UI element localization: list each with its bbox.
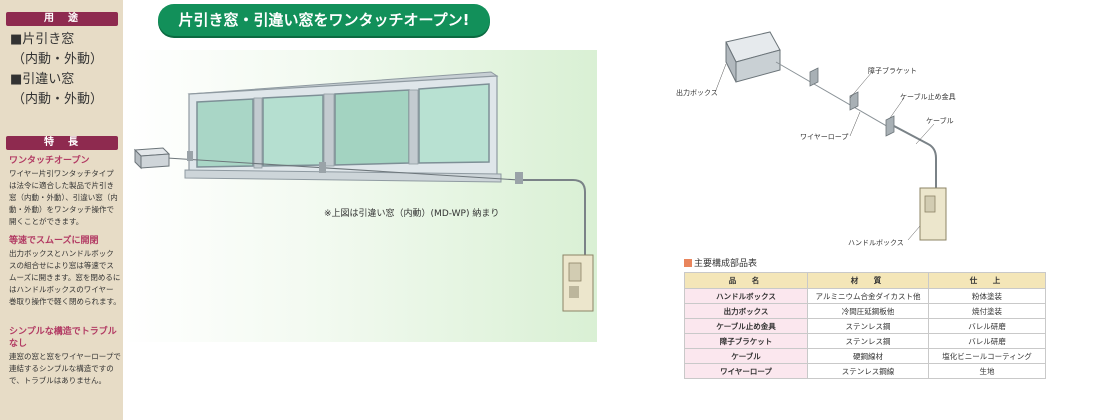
part-name: ケーブル止め金具 xyxy=(684,318,808,334)
feature-block: シンプルな構造でトラブルなし 連窓の窓と窓をワイヤーロープで連結するシンプルな構… xyxy=(9,326,121,387)
cable-stopper xyxy=(885,115,895,137)
label-cable: ケーブル xyxy=(926,117,954,125)
part-finish: 生地 xyxy=(928,363,1046,379)
table-row: ハンドルボックス アルミニウム合金ダイカスト他 粉体塗装 xyxy=(684,288,1046,304)
part-name: 出力ボックス xyxy=(684,303,808,319)
cable xyxy=(523,179,586,258)
part-finish: バレル研磨 xyxy=(928,318,1046,334)
feature-heading: 特 長 xyxy=(6,136,118,150)
table-row: ケーブル 硬鋼線材 塩化ビニールコーティング xyxy=(684,348,1046,364)
use-heading: 用 途 xyxy=(6,12,118,26)
part-finish: 焼付塗装 xyxy=(928,303,1046,319)
part-material: ステンレス鋼 xyxy=(807,333,929,349)
part-finish: 塩化ビニールコーティング xyxy=(928,348,1046,364)
table-row: ケーブル止め金具 ステンレス鋼 バレル研磨 xyxy=(684,318,1046,334)
table-row: ワイヤーロープ ステンレス鋼線 生地 xyxy=(684,363,1046,379)
part-name: ハンドルボックス xyxy=(684,288,808,304)
cable xyxy=(893,125,937,188)
component-diagram xyxy=(715,31,947,241)
part-name: ケーブル xyxy=(684,348,808,364)
use-list: ■片引き窓 （内動・外動） ■引違い窓 （内動・外動） xyxy=(10,30,120,110)
use-item: ■引違い窓 xyxy=(10,72,75,87)
part-finish: 粉体塗装 xyxy=(928,288,1046,304)
wire-rope xyxy=(166,157,520,181)
use-item: （内動・外動） xyxy=(12,92,104,107)
bracket xyxy=(849,91,859,111)
parts-table: 品 名 材 質 仕 上 ハンドルボックス アルミニウム合金ダイカスト他 粉体塗装… xyxy=(684,272,1046,379)
glass-pane xyxy=(334,89,410,166)
wire-rope xyxy=(775,61,891,129)
feature-title: 等速でスムーズに開閉 xyxy=(9,236,99,246)
part-name: ワイヤーロープ xyxy=(684,363,808,379)
sidebar: 用 途 ■片引き窓 （内動・外動） ■引違い窓 （内動・外動） 特 長 ワンタッ… xyxy=(0,0,123,420)
parts-table-title-text: 主要構成部品表 xyxy=(694,259,758,269)
feature-text: ワイヤー片引ワンタッチタイプは法令に適合した製品で片引き窓（内動・外動）、引違い… xyxy=(9,169,118,226)
part-material: ステンレス鋼線 xyxy=(807,363,929,379)
bracket xyxy=(809,67,819,87)
glass-pane xyxy=(418,83,490,164)
bracket xyxy=(319,162,326,173)
feature-block: 等速でスムーズに開閉 出力ボックスとハンドルボックスの組合せにより窓は等速でスム… xyxy=(9,235,121,308)
column-header: 仕 上 xyxy=(928,272,1046,289)
feature-title: シンプルな構造でトラブルなし xyxy=(9,327,117,349)
parts-table-title: 主要構成部品表 xyxy=(684,256,757,269)
bracket xyxy=(515,172,523,184)
feature-text: 連窓の窓と窓をワイヤーロープで連結するシンプルな構造ですので、トラブルはありませ… xyxy=(9,352,121,385)
bracket xyxy=(187,151,193,161)
part-material: アルミニウム合金ダイカスト他 xyxy=(807,288,929,304)
part-material: 冷間圧延鋼板他 xyxy=(807,303,929,319)
label-handle-box: ハンドルボックス xyxy=(848,239,904,247)
feature-block: ワンタッチオープン ワイヤー片引ワンタッチタイプは法令に適合した製品で片引き窓（… xyxy=(9,155,121,228)
label-wire-rope: ワイヤーロープ xyxy=(800,133,849,141)
use-item: （内動・外動） xyxy=(12,52,104,67)
square-bullet-icon xyxy=(684,259,692,267)
headline-banner: 片引き窓・引違い窓をワンタッチオープン! xyxy=(158,4,490,36)
glass-pane xyxy=(262,94,324,167)
part-material: ステンレス鋼 xyxy=(807,318,929,334)
label-cable-stopper: ケーブル止め金具 xyxy=(900,93,956,101)
part-finish: バレル研磨 xyxy=(928,333,1046,349)
glass-pane xyxy=(196,98,254,168)
illustration-caption: ※上図は引違い窓（内動）(MD-WP) 納まり xyxy=(324,209,500,219)
use-item: ■片引き窓 xyxy=(10,32,75,47)
window-illustration xyxy=(133,71,594,312)
table-header-row: 品 名 材 質 仕 上 xyxy=(684,272,1046,289)
table-row: 出力ボックス 冷間圧延鋼板他 焼付塗装 xyxy=(684,303,1046,319)
feature-title: ワンタッチオープン xyxy=(9,156,90,166)
label-output-box: 出力ボックス xyxy=(676,89,718,97)
table-row: 障子ブラケット ステンレス鋼 バレル研磨 xyxy=(684,333,1046,349)
handle-box xyxy=(919,187,947,241)
part-name: 障子ブラケット xyxy=(684,333,808,349)
label-bracket: 障子ブラケット xyxy=(868,67,917,75)
part-material: 硬鋼線材 xyxy=(807,348,929,364)
column-header: 品 名 xyxy=(684,272,808,289)
feature-text: 出力ボックスとハンドルボックスの組合せにより窓は等速でスムーズに開きます。窓を閉… xyxy=(9,249,121,306)
column-header: 材 質 xyxy=(807,272,929,289)
